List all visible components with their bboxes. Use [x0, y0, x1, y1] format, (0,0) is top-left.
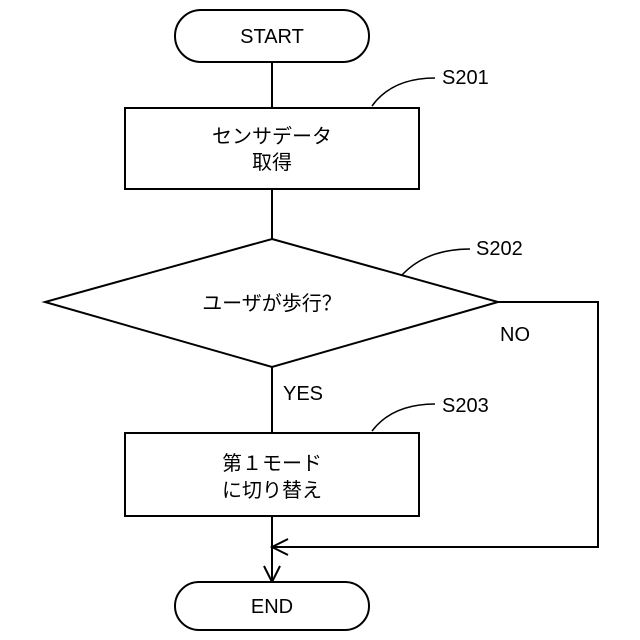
- step-s202-no-label: NO: [500, 324, 530, 346]
- step-s203-line-1: 第１モード: [222, 451, 322, 475]
- step-s202-id: S202: [476, 238, 523, 260]
- step-s201-line-1: センサデータ: [212, 124, 332, 148]
- start-label: START: [240, 26, 304, 48]
- end-label: END: [251, 596, 293, 618]
- step-s203-id: S203: [442, 395, 489, 417]
- step-s201-line-2: 取得: [252, 150, 292, 174]
- step-s202-text: ユーザが歩行？: [202, 291, 342, 315]
- step-s201-box: [125, 108, 419, 189]
- step-s202-yes-label: YES: [283, 383, 323, 405]
- step-s202-leader: [402, 249, 470, 275]
- step-s201-id: S201: [442, 67, 489, 89]
- step-s203-leader: [372, 404, 435, 431]
- step-s201-leader: [372, 78, 435, 106]
- step-s203-line-2: に切り替え: [222, 478, 322, 502]
